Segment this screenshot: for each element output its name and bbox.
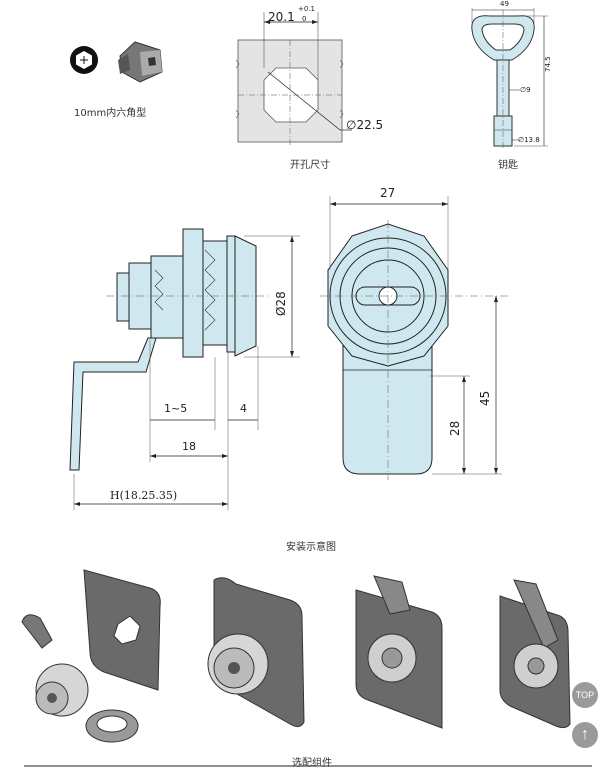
hex-socket-icon (70, 46, 98, 74)
dim-27: 27 (380, 186, 396, 200)
side-view-drawing (69, 228, 300, 510)
cutout-drawing (235, 12, 352, 145)
top-button[interactable]: TOP (572, 682, 598, 708)
key-dim-base: ∅13.8 (518, 136, 540, 144)
front-view-drawing (320, 196, 510, 480)
key-caption: 钥匙 (498, 160, 518, 171)
cutout-tol-lower: 0 (302, 15, 307, 23)
cutout-dim-width: 20.1 (268, 10, 295, 24)
assembly-caption: 选配组件 (292, 758, 332, 769)
key-dim-length: 74.5 (544, 56, 552, 72)
scroll-up-arrow-icon[interactable]: ↑ (572, 722, 598, 748)
dim-18: 18 (182, 440, 196, 453)
lock-cylinder-render (118, 41, 163, 83)
dim-d28: Ø28 (274, 291, 288, 316)
dim-28: 28 (448, 420, 462, 436)
dim-h: H(18.25.35) (110, 489, 178, 502)
key-dim-width: 49 (500, 0, 509, 8)
install-caption: 安装示意图 (286, 542, 336, 553)
cutout-caption: 开孔尺寸 (290, 160, 330, 171)
dim-4: 4 (240, 402, 247, 415)
key-drawing (471, 8, 548, 150)
hex-caption: 10mm内六角型 (74, 108, 147, 119)
cutout-tol-upper: +0.1 (298, 5, 315, 13)
assembly-renders (21, 569, 571, 743)
dim-45: 45 (478, 390, 492, 406)
cutout-dim-diameter: ∅22.5 (346, 118, 384, 132)
dim-1-to-5: 1~5 (164, 402, 188, 415)
key-dim-shaft: ∅9 (520, 86, 531, 94)
